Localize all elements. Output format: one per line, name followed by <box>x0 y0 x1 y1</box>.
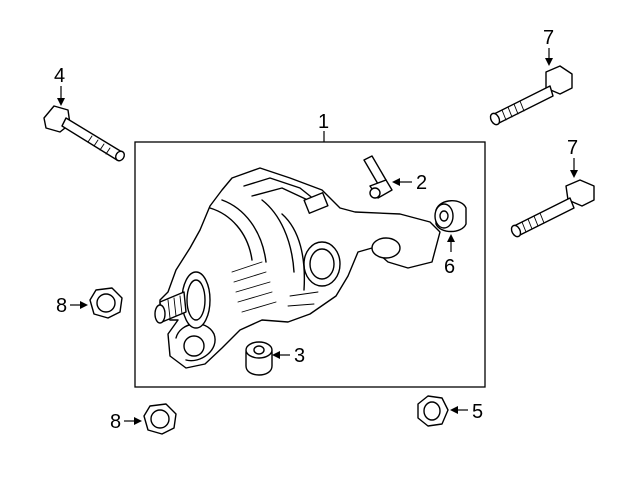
nut-part-8-upper <box>89 287 123 319</box>
callout-7-lower: 7 <box>567 137 578 178</box>
callout-6-label: 6 <box>444 256 455 278</box>
callout-1-label: 1 <box>318 111 329 133</box>
bushing-part-3 <box>245 341 273 376</box>
callout-3: 3 <box>272 345 305 367</box>
callout-4: 4 <box>54 65 65 106</box>
callout-7-upper: 7 <box>543 27 554 66</box>
bolt-part-7-upper <box>489 65 573 126</box>
bolt-part-4 <box>43 105 126 162</box>
callout-8-upper-label: 8 <box>56 295 67 317</box>
assembly-frame <box>134 141 486 388</box>
callout-3-label: 3 <box>294 345 305 367</box>
callout-8-lower-label: 8 <box>110 411 121 433</box>
callout-2-label: 2 <box>416 172 427 194</box>
callout-7-lower-label: 7 <box>567 137 578 159</box>
callout-1: 1 <box>318 111 329 142</box>
callout-5-label: 5 <box>472 401 483 423</box>
bolt-part-7-lower <box>510 179 595 238</box>
differential-housing <box>154 167 441 369</box>
callout-8-lower: 8 <box>110 411 142 433</box>
bushing-part-6 <box>434 200 467 233</box>
callout-7-upper-label: 7 <box>543 27 554 49</box>
callout-5: 5 <box>450 401 483 423</box>
nut-part-5 <box>417 395 449 427</box>
callout-6: 6 <box>444 234 455 278</box>
callout-2: 2 <box>392 172 427 194</box>
vent-plug-part <box>363 155 393 199</box>
callout-4-label: 4 <box>54 65 65 87</box>
nut-part-8-lower <box>143 403 177 435</box>
callout-8-upper: 8 <box>56 295 88 317</box>
